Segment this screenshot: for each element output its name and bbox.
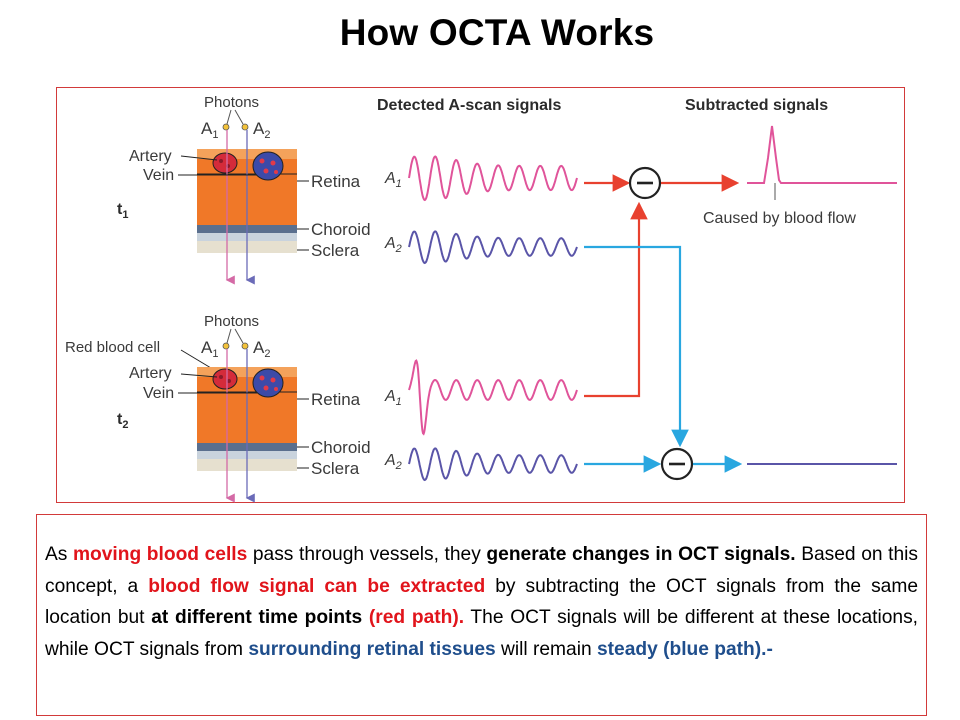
panel-t1: Photons A1 A2 Artery Vein xyxy=(117,94,578,285)
subtract-operator-bottom xyxy=(660,447,694,481)
time-label-t2: t2 xyxy=(117,411,128,431)
artery-t2 xyxy=(212,368,238,390)
vein-label-t2: Vein xyxy=(143,385,174,402)
subtracted-signal-spike xyxy=(747,125,897,184)
time-label-t1: t1 xyxy=(117,201,128,221)
wave-a1-t2 xyxy=(408,359,578,436)
retina-label-t1: Retina xyxy=(311,172,361,191)
subtract-operator-top xyxy=(628,166,662,200)
sclera-label-t2: Sclera xyxy=(311,459,360,478)
blue-path-t1 xyxy=(584,245,689,448)
vein-t1 xyxy=(252,151,284,181)
blood-flow-note: Caused by blood flow xyxy=(703,210,856,227)
artery-label-t1: Artery xyxy=(129,148,172,165)
a2-label-t2: A2 xyxy=(253,338,270,360)
photons-label-t2: Photons xyxy=(204,313,259,330)
rbc-label-t2: Red blood cell xyxy=(65,339,160,356)
a1-label-t2: A1 xyxy=(201,338,218,360)
signal-a2-label-t1: A2 xyxy=(384,235,402,255)
detected-header: Detected A-scan signals xyxy=(377,97,561,114)
photons-label-t1: Photons xyxy=(204,94,259,111)
a2-label-t1: A2 xyxy=(253,119,270,141)
caption-box: As moving blood cells pass through vesse… xyxy=(36,514,927,716)
red-path-t2 xyxy=(584,201,648,398)
retina-label-t2: Retina xyxy=(311,390,361,409)
vein-label-t1: Vein xyxy=(143,167,174,184)
sclera-label-t1: Sclera xyxy=(311,241,360,260)
artery-label-t2: Artery xyxy=(129,365,172,382)
panel-t2: Photons A1 A2 Red blood cell Artery Vein xyxy=(65,313,578,503)
signal-a1-label-t2: A1 xyxy=(384,388,402,408)
wave-a2-t1 xyxy=(408,230,578,265)
signal-a2-label-t2: A2 xyxy=(384,452,402,472)
octa-diagram-svg: Detected A-scan signals Subtracted signa… xyxy=(65,94,897,503)
slide-title: How OCTA Works xyxy=(339,12,655,53)
artery-t1 xyxy=(212,152,238,174)
subtracted-header: Subtracted signals xyxy=(685,97,828,114)
caption-text: As moving blood cells pass through vesse… xyxy=(45,544,918,660)
choroid-label-t2: Choroid xyxy=(311,438,371,457)
wave-a1-t1 xyxy=(408,155,578,202)
octa-diagram: Detected A-scan signals Subtracted signa… xyxy=(56,87,905,503)
choroid-label-t1: Choroid xyxy=(311,220,371,239)
wave-a2-t2 xyxy=(408,447,578,482)
a1-label-t1: A1 xyxy=(201,119,218,141)
vein-t2 xyxy=(252,368,284,398)
signal-a1-label-t1: A1 xyxy=(384,170,402,190)
